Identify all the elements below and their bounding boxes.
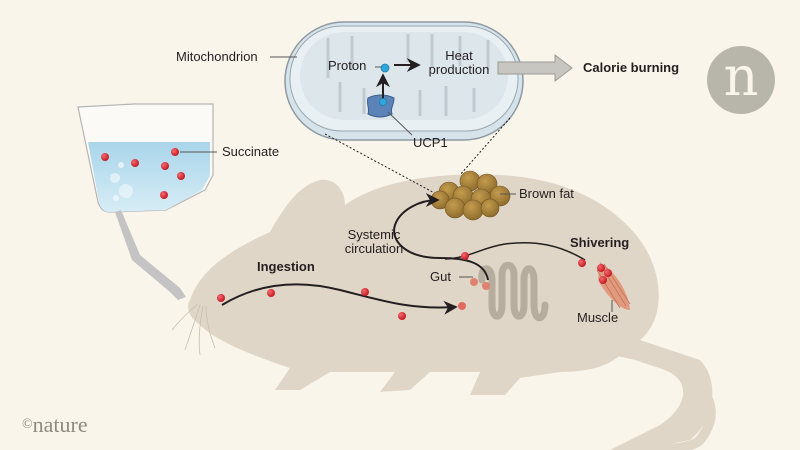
zoom-line-right bbox=[459, 117, 511, 176]
succinate-dot bbox=[461, 252, 469, 260]
label-systemic-line1: Systemic bbox=[347, 227, 401, 242]
succinate-dot bbox=[171, 148, 179, 156]
mitochondrion bbox=[284, 21, 524, 141]
label-brown-fat: Brown fat bbox=[519, 186, 574, 201]
proton-dot-channel bbox=[379, 98, 387, 106]
succinate-dot bbox=[131, 159, 139, 167]
succinate-dot bbox=[604, 269, 612, 277]
circulation-arrow bbox=[393, 193, 489, 281]
label-ucp1: UCP1 bbox=[413, 135, 448, 150]
succinate-dot bbox=[101, 153, 109, 161]
label-heat-production: Heat production bbox=[420, 48, 498, 78]
water-bottle bbox=[77, 103, 214, 300]
label-gut: Gut bbox=[430, 269, 451, 284]
succinate-dot bbox=[160, 191, 168, 199]
label-systemic-circulation: Systemic circulation bbox=[337, 227, 411, 257]
label-calorie-burning: Calorie burning bbox=[583, 60, 680, 75]
succinate-dot bbox=[177, 172, 185, 180]
succinate-dot-faded bbox=[458, 302, 466, 310]
succinate-dot bbox=[578, 259, 586, 267]
whiskers bbox=[171, 303, 216, 356]
label-succinate: Succinate bbox=[222, 144, 280, 159]
logo-letter: n bbox=[723, 45, 759, 108]
label-systemic-line2: circulation bbox=[344, 241, 404, 257]
succinate-dot bbox=[398, 312, 406, 320]
copyright-symbol: © bbox=[22, 417, 33, 432]
label-mitochondrion: Mitochondrion bbox=[176, 49, 258, 64]
succinate-dot bbox=[217, 294, 225, 302]
label-heat-line1: Heat bbox=[445, 48, 473, 63]
succinate-dot-faded bbox=[470, 278, 478, 286]
label-heat-line2: production bbox=[428, 62, 490, 78]
label-muscle: Muscle bbox=[577, 310, 619, 325]
zoom-line-left bbox=[324, 133, 441, 197]
calorie-burning-arrow bbox=[497, 53, 573, 83]
succinate-dots-bottle bbox=[101, 148, 185, 199]
succinate-dots-mouse bbox=[217, 252, 612, 320]
proton-dot bbox=[380, 63, 390, 73]
ingestion-arrow bbox=[221, 283, 458, 315]
nature-logo: n bbox=[707, 46, 775, 114]
label-proton: Proton bbox=[328, 58, 367, 73]
ucp1-channel bbox=[366, 94, 395, 118]
succinate-dot bbox=[597, 264, 605, 272]
succinate-dot bbox=[361, 288, 369, 296]
succinate-dot bbox=[267, 289, 275, 297]
gut bbox=[478, 261, 549, 322]
succinate-dot bbox=[161, 162, 169, 170]
credit-text: nature bbox=[32, 412, 88, 437]
label-ingestion: Ingestion bbox=[257, 259, 315, 274]
ucp1-leader bbox=[387, 111, 413, 136]
nature-credit: ©nature bbox=[22, 412, 88, 438]
label-shivering: Shivering bbox=[570, 235, 630, 250]
succinate-dot-faded bbox=[482, 282, 490, 290]
succinate-dot bbox=[599, 276, 607, 284]
